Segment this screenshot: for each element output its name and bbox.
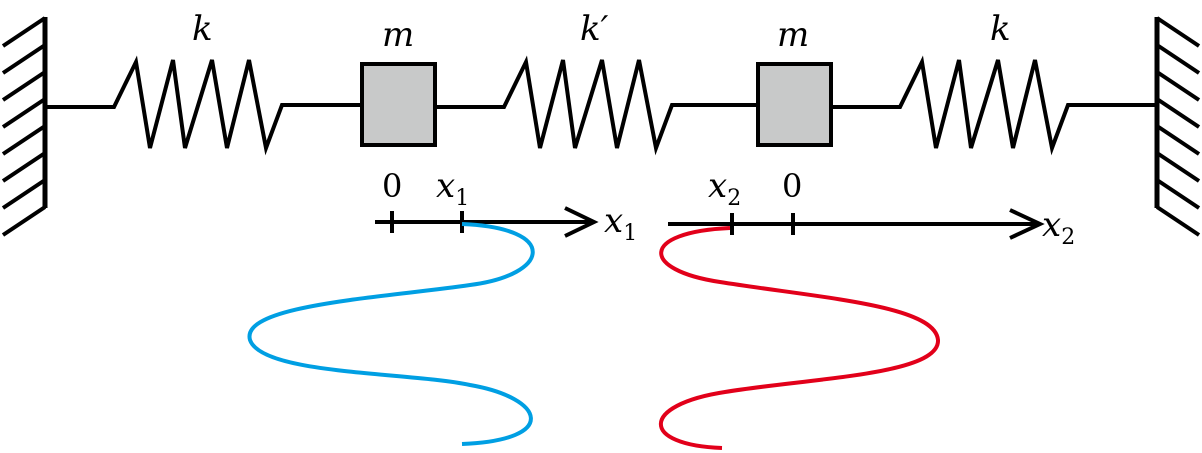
mass-right-label: m [777,15,809,55]
right-wall-hatch [1155,124,1201,156]
right-wall-hatch [1155,151,1201,183]
spring-right-label: k [990,9,1011,49]
left-wall-hatch [1,151,47,183]
left-wall-hatch [1,70,47,102]
left-wall-hatch [1,178,47,210]
spring-middle [435,55,758,156]
right-wall-hatch [1155,70,1201,102]
spring-left-label: k [192,9,213,49]
mass-left-label: m [382,15,414,55]
axis1-x1-tick-label: x1 [436,166,469,211]
right-wall-hatch [1155,97,1201,129]
right-wall-hatch [1155,178,1201,210]
wave-mass-left [247,222,535,446]
left-wall-hatch [1,124,47,156]
right-wall-hatch [1155,205,1201,237]
axis2-arrowhead [1009,208,1045,240]
axis2-x2-tick-label: x2 [708,166,741,211]
axis1-zero-label: 0 [382,167,402,205]
left-wall-hatch [1,205,47,237]
axis1-arrowhead [564,206,599,238]
spring-left [45,55,362,156]
spring-middle-label: k′ [580,9,609,49]
right-wall-hatch [1155,16,1201,48]
left-wall-hatch [1,16,47,48]
axis2-zero-label: 0 [782,167,802,205]
left-wall-hatch [1,97,47,129]
wave-mass-right [659,226,941,450]
axis2-name: x2 [1042,205,1075,250]
left-wall-hatch [1,43,47,75]
spring-right [831,55,1157,156]
mass-left [360,62,437,147]
axis1-name: x1 [604,201,637,246]
mass-right [756,62,833,147]
right-wall-hatch [1155,43,1201,75]
